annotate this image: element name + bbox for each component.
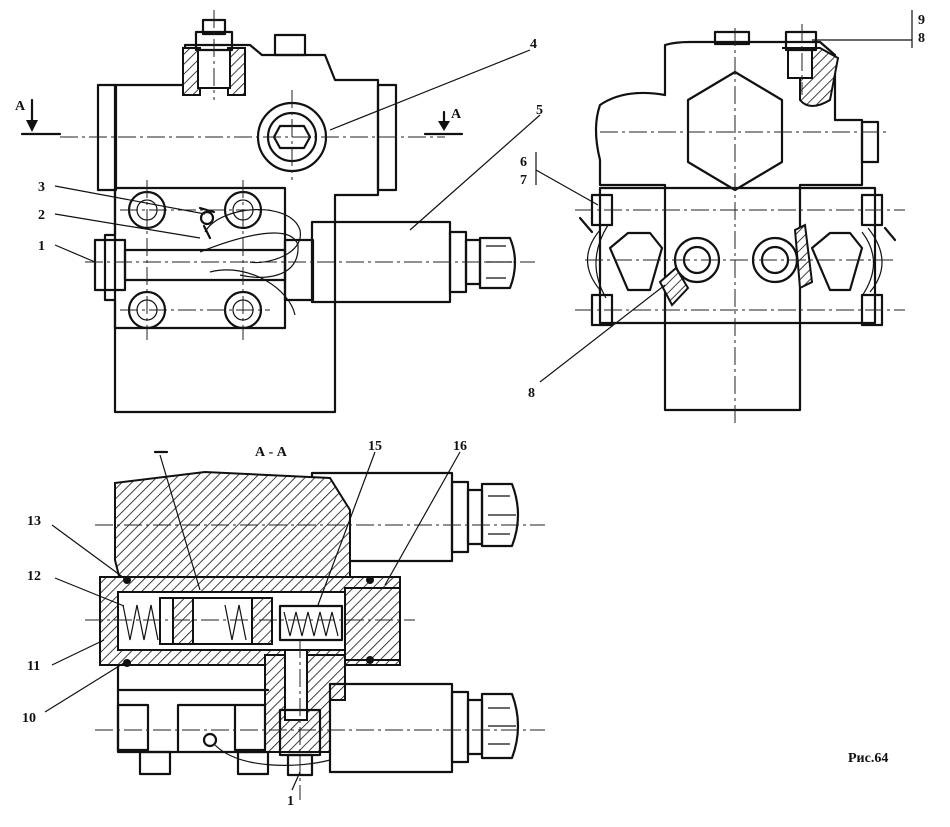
callout-7: 7 <box>520 173 527 188</box>
callout-2: 2 <box>38 208 45 223</box>
section-title: А - А <box>255 445 288 460</box>
callout-13: 13 <box>27 514 41 529</box>
callout-8-top: 8 <box>918 31 925 46</box>
callout-11: 11 <box>27 659 40 674</box>
callout-10: 10 <box>22 711 36 726</box>
callout-8: 8 <box>528 386 535 401</box>
callout-6: 6 <box>520 155 527 170</box>
callout-12: 12 <box>27 569 41 584</box>
section-view <box>85 470 545 800</box>
section-marker-right: А <box>423 107 464 136</box>
figure-caption: Рис.64 <box>848 751 888 766</box>
section-marker-left: А <box>15 98 62 136</box>
callout-15: 15 <box>368 439 382 454</box>
callout-4: 4 <box>530 37 537 52</box>
callout-1: 1 <box>38 239 45 254</box>
side-view <box>575 24 905 425</box>
callout-1-bottom: 1 <box>287 794 294 809</box>
section-letter: А <box>15 99 26 114</box>
callout-3: 3 <box>38 180 45 195</box>
callout-16: 16 <box>453 439 467 454</box>
callout-leaders <box>44 10 913 791</box>
section-letter: А <box>451 107 462 122</box>
callout-9: 9 <box>918 13 925 28</box>
callout-5: 5 <box>536 103 543 118</box>
front-view <box>60 10 535 414</box>
